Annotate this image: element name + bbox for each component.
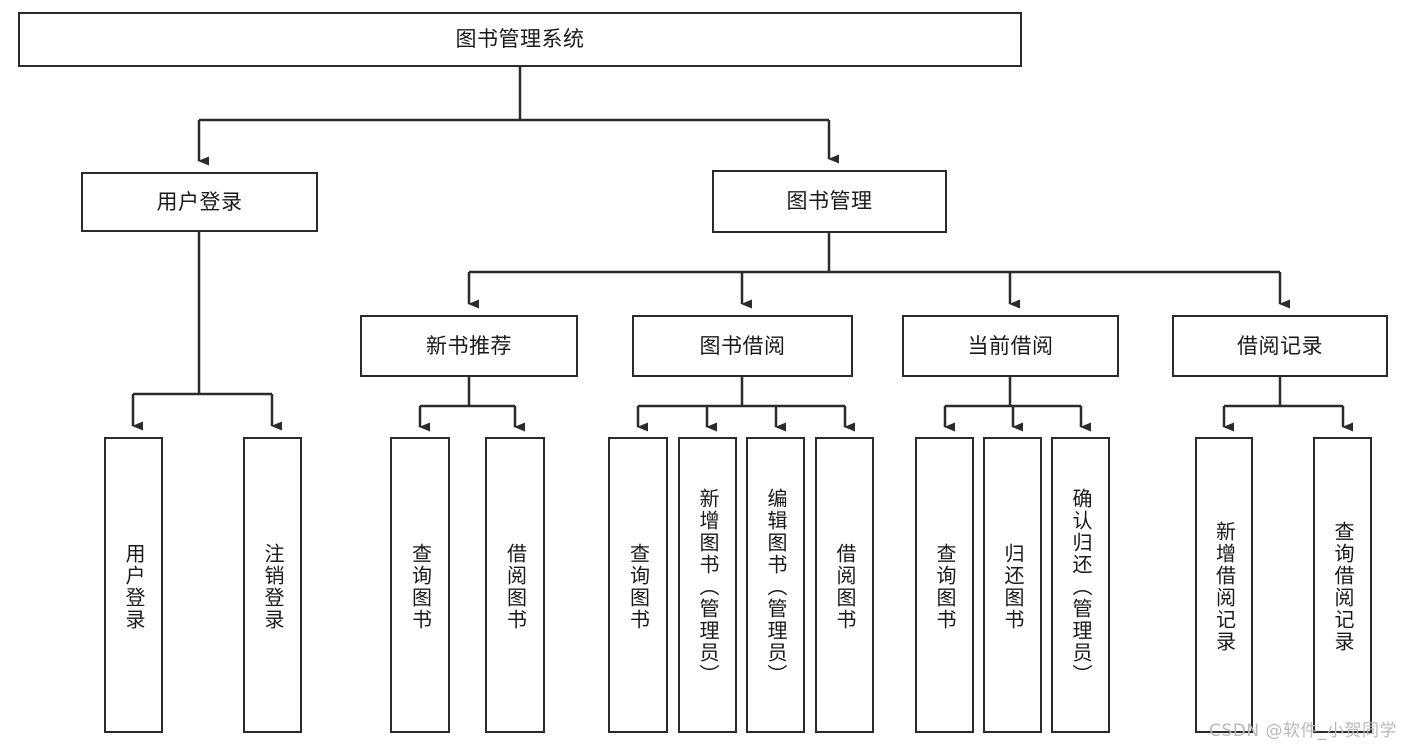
- node-new-book-recommend[interactable]: 新书推荐: [360, 315, 578, 377]
- node-user-login-label: 用户登录: [156, 189, 243, 214]
- node-root[interactable]: 图书管理系统: [18, 12, 1022, 67]
- node-current-borrow-label: 当前借阅: [967, 333, 1054, 358]
- node-root-label: 图书管理系统: [455, 27, 585, 52]
- leaf-confirm-return-admin[interactable]: 确认归还（管理员）: [1051, 437, 1110, 733]
- leaf-add-borrow-record[interactable]: 新增借阅记录: [1195, 437, 1253, 733]
- leaf-book-borrow-action[interactable]: 借阅图书: [815, 437, 874, 733]
- node-borrow-record-label: 借阅记录: [1237, 333, 1323, 358]
- leaf-book-borrow-action-label: 借阅图书: [833, 543, 857, 631]
- leaf-new-book-query[interactable]: 查询图书: [390, 437, 450, 733]
- node-user-login[interactable]: 用户登录: [81, 172, 318, 232]
- csdn-watermark: CSDN @软件_小贺同学: [1209, 721, 1397, 741]
- leaf-return-book[interactable]: 归还图书: [983, 437, 1042, 733]
- leaf-user-login-label: 用户登录: [122, 543, 146, 631]
- leaf-book-add-admin-label: 新增图书（管理员）: [696, 488, 720, 686]
- leaf-confirm-return-admin-label: 确认归还（管理员）: [1069, 488, 1093, 686]
- leaf-new-book-borrow[interactable]: 借阅图书: [485, 437, 545, 733]
- leaf-book-add-admin[interactable]: 新增图书（管理员）: [678, 437, 737, 733]
- leaf-logout-label: 注销登录: [261, 543, 285, 631]
- leaf-logout[interactable]: 注销登录: [243, 437, 302, 733]
- node-current-borrow[interactable]: 当前借阅: [902, 315, 1119, 377]
- leaf-book-query-label: 查询图书: [626, 543, 651, 631]
- leaf-new-book-query-label: 查询图书: [408, 543, 433, 631]
- leaf-book-query[interactable]: 查询图书: [608, 437, 668, 733]
- node-book-borrow[interactable]: 图书借阅: [632, 315, 853, 377]
- leaf-query-borrow-record[interactable]: 查询借阅记录: [1313, 437, 1372, 733]
- node-book-borrow-label: 图书借阅: [699, 333, 786, 358]
- leaf-new-book-borrow-label: 借阅图书: [503, 543, 528, 631]
- leaf-query-borrow-record-label: 查询借阅记录: [1331, 521, 1355, 653]
- node-book-management[interactable]: 图书管理: [712, 170, 947, 233]
- node-borrow-record[interactable]: 借阅记录: [1172, 315, 1388, 377]
- leaf-book-edit-admin[interactable]: 编辑图书（管理员）: [746, 437, 805, 733]
- leaf-add-borrow-record-label: 新增借阅记录: [1212, 521, 1237, 653]
- leaf-current-query-label: 查询图书: [933, 543, 957, 631]
- leaf-current-query[interactable]: 查询图书: [915, 437, 974, 733]
- node-new-book-recommend-label: 新书推荐: [426, 333, 512, 358]
- leaf-user-login[interactable]: 用户登录: [104, 437, 163, 733]
- leaf-return-book-label: 归还图书: [1001, 543, 1025, 631]
- leaf-book-edit-admin-label: 编辑图书（管理员）: [764, 488, 788, 686]
- node-book-management-label: 图书管理: [786, 189, 873, 214]
